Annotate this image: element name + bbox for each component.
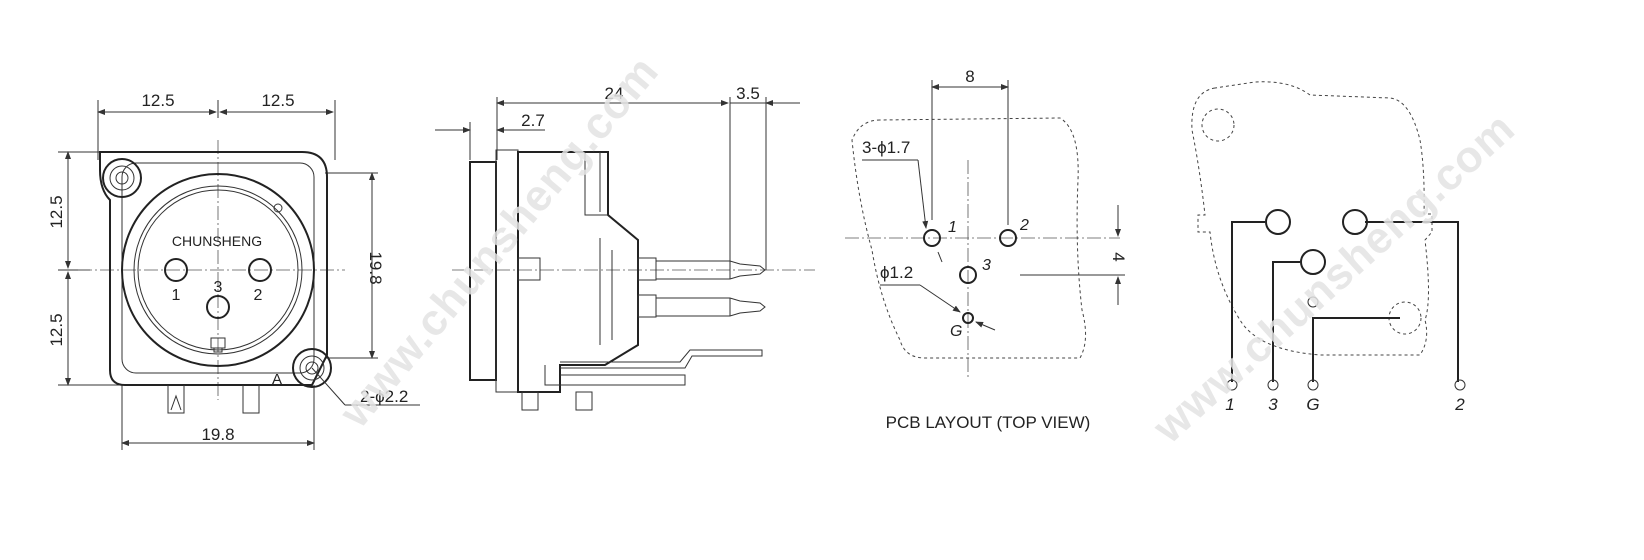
side-view: 24 3.5 2.7 <box>435 84 815 411</box>
rear-pin-g: G <box>1306 395 1319 414</box>
dim-bottom: 19.8 <box>201 425 234 444</box>
rear-pin-1: 1 <box>1225 395 1234 414</box>
pcb-dim-spacing: 8 <box>965 67 974 86</box>
hole-callout: 2-ϕ2.2 <box>360 387 408 406</box>
brand-label: CHUNSHENG <box>172 233 262 249</box>
pcb-pin-3: 3 <box>982 257 991 274</box>
rear-view: 1 3 G 2 <box>1191 81 1466 414</box>
marker-a: A <box>272 371 282 388</box>
pcb-pin-2: 2 <box>1019 217 1029 234</box>
pcb-callout-small: ϕ1.2 <box>880 263 913 282</box>
dim-flange: 2.7 <box>521 111 545 130</box>
dim-top-right: 12.5 <box>261 91 294 110</box>
dim-length: 24 <box>605 84 624 103</box>
watermark-left: www.chunsheng.com <box>329 47 668 437</box>
pcb-title: PCB LAYOUT (TOP VIEW) <box>886 413 1091 432</box>
rear-pin-3: 3 <box>1268 395 1278 414</box>
dim-right: 19.8 <box>366 251 385 284</box>
front-pin-2: 2 <box>254 287 263 304</box>
watermark-right: www.chunsheng.com <box>1143 103 1524 453</box>
pcb-callout-big: 3-ϕ1.7 <box>862 138 910 157</box>
front-view: 12.5 12.5 12.5 12.5 19.8 19.8 <box>47 91 420 450</box>
dim-left-bottom: 12.5 <box>47 313 66 346</box>
pcb-layout-view: 8 4 1 2 3 G 3-ϕ1.7 ϕ1.2 PCB LAYOUT (TOP … <box>845 67 1128 432</box>
pcb-pin-g: G <box>950 323 962 340</box>
rear-pin-2: 2 <box>1454 395 1465 414</box>
front-pin-3: 3 <box>214 279 223 296</box>
pcb-dim-offset: 4 <box>1109 252 1128 261</box>
pcb-pin-1: 1 <box>948 219 957 236</box>
dim-pin: 3.5 <box>736 84 760 103</box>
dim-top-left: 12.5 <box>141 91 174 110</box>
dim-left-top: 12.5 <box>47 195 66 228</box>
front-pin-1: 1 <box>172 287 181 304</box>
